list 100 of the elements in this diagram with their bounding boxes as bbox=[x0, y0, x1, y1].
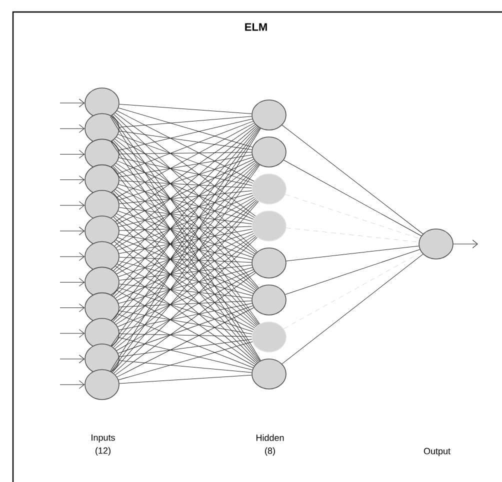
connection-line bbox=[118, 234, 252, 260]
connection-line bbox=[119, 190, 252, 204]
connection-line bbox=[118, 207, 252, 224]
neuron-circle bbox=[252, 248, 286, 278]
connection-line bbox=[119, 226, 252, 231]
connection-line bbox=[118, 310, 252, 334]
connection-line bbox=[115, 124, 256, 222]
connection-line bbox=[118, 231, 253, 277]
connection-line bbox=[118, 341, 253, 380]
connection-line bbox=[282, 254, 424, 364]
connection-line bbox=[118, 118, 252, 150]
connection-line bbox=[115, 266, 256, 365]
connection-line bbox=[119, 300, 252, 308]
connection-line bbox=[118, 130, 252, 150]
neuron-circle bbox=[252, 100, 286, 130]
connection-line bbox=[119, 334, 252, 337]
connection-line bbox=[118, 228, 252, 254]
connection-line bbox=[119, 264, 252, 280]
connection-line bbox=[115, 272, 256, 376]
output-arrow bbox=[453, 240, 478, 248]
input-arrow bbox=[60, 201, 84, 210]
connection-line bbox=[119, 284, 252, 298]
connection-line bbox=[118, 157, 252, 186]
neuron-circle bbox=[84, 216, 120, 246]
layer-label: Output bbox=[424, 448, 450, 456]
input-arrow bbox=[60, 150, 84, 158]
connection-line bbox=[116, 136, 255, 218]
layer-label: Hidden (8) bbox=[256, 434, 284, 456]
connection-line bbox=[118, 267, 253, 304]
input-arrow bbox=[60, 329, 84, 338]
connection-line bbox=[118, 339, 252, 357]
connection-line bbox=[116, 110, 254, 182]
connection-line bbox=[118, 237, 254, 294]
neuron-circle bbox=[84, 369, 120, 400]
connection-line bbox=[285, 194, 420, 239]
input-arrow bbox=[60, 226, 84, 236]
connection-line bbox=[118, 184, 253, 222]
connection-line bbox=[118, 195, 254, 250]
input-arrow bbox=[60, 278, 84, 286]
neuron-circle bbox=[84, 241, 120, 272]
connection-line bbox=[119, 116, 252, 128]
connection-line bbox=[119, 180, 252, 188]
connection-line bbox=[113, 126, 258, 271]
connection-line bbox=[282, 124, 424, 234]
connection-line bbox=[116, 233, 254, 301]
connection-line bbox=[116, 187, 254, 256]
neuron-circle bbox=[84, 138, 120, 170]
layer-label: Inputs (12) bbox=[92, 434, 115, 456]
connection-line bbox=[115, 189, 256, 291]
connection-line bbox=[118, 260, 253, 296]
neuron-circle bbox=[84, 190, 120, 221]
connection-line bbox=[119, 374, 252, 384]
connection-line bbox=[118, 303, 252, 330]
connection-line bbox=[118, 108, 253, 148]
connection-line bbox=[118, 337, 252, 370]
connection-line bbox=[114, 138, 256, 253]
input-arrow bbox=[60, 354, 84, 364]
connection-line bbox=[114, 162, 256, 272]
connection-line bbox=[118, 287, 253, 332]
connection-line bbox=[116, 271, 255, 351]
connection-line bbox=[116, 290, 254, 366]
input-arrow bbox=[60, 98, 84, 108]
connection-line bbox=[286, 246, 419, 262]
title: ELM bbox=[245, 23, 267, 31]
neuron-circle bbox=[252, 284, 286, 316]
neuron-circle bbox=[252, 174, 286, 204]
connection-line bbox=[284, 252, 422, 329]
connection-line bbox=[118, 134, 254, 184]
connection-line bbox=[285, 249, 420, 295]
connection-line bbox=[115, 112, 256, 216]
connection-line bbox=[114, 215, 256, 328]
connection-line bbox=[116, 307, 254, 378]
connection-line bbox=[118, 154, 252, 178]
connection-line bbox=[119, 104, 252, 114]
connection-line bbox=[118, 192, 253, 228]
connection-line bbox=[116, 122, 254, 198]
connection-line bbox=[286, 228, 419, 242]
input-arrow bbox=[60, 124, 84, 133]
neuron-circle bbox=[84, 318, 120, 349]
connection-line bbox=[118, 156, 253, 200]
connection-line bbox=[284, 160, 422, 236]
input-arrow bbox=[60, 380, 84, 389]
connection-line bbox=[118, 305, 254, 354]
connection-line bbox=[114, 236, 256, 349]
input-arrow bbox=[60, 176, 84, 184]
neuron-circle bbox=[84, 292, 120, 324]
connection-line bbox=[119, 360, 252, 373]
connection-line bbox=[119, 152, 252, 154]
neuron-circle bbox=[252, 322, 286, 352]
connection-line bbox=[118, 120, 254, 174]
connection-line bbox=[115, 198, 256, 298]
input-arrow bbox=[60, 252, 84, 261]
connection-line bbox=[118, 210, 254, 258]
connection-line bbox=[119, 257, 252, 263]
neuron-circle bbox=[84, 164, 120, 196]
neuron-circle bbox=[418, 228, 454, 260]
connection-line bbox=[116, 213, 255, 292]
neuron-circle bbox=[252, 210, 286, 242]
neuron-circle bbox=[84, 344, 120, 374]
neuron-circle bbox=[252, 358, 286, 390]
